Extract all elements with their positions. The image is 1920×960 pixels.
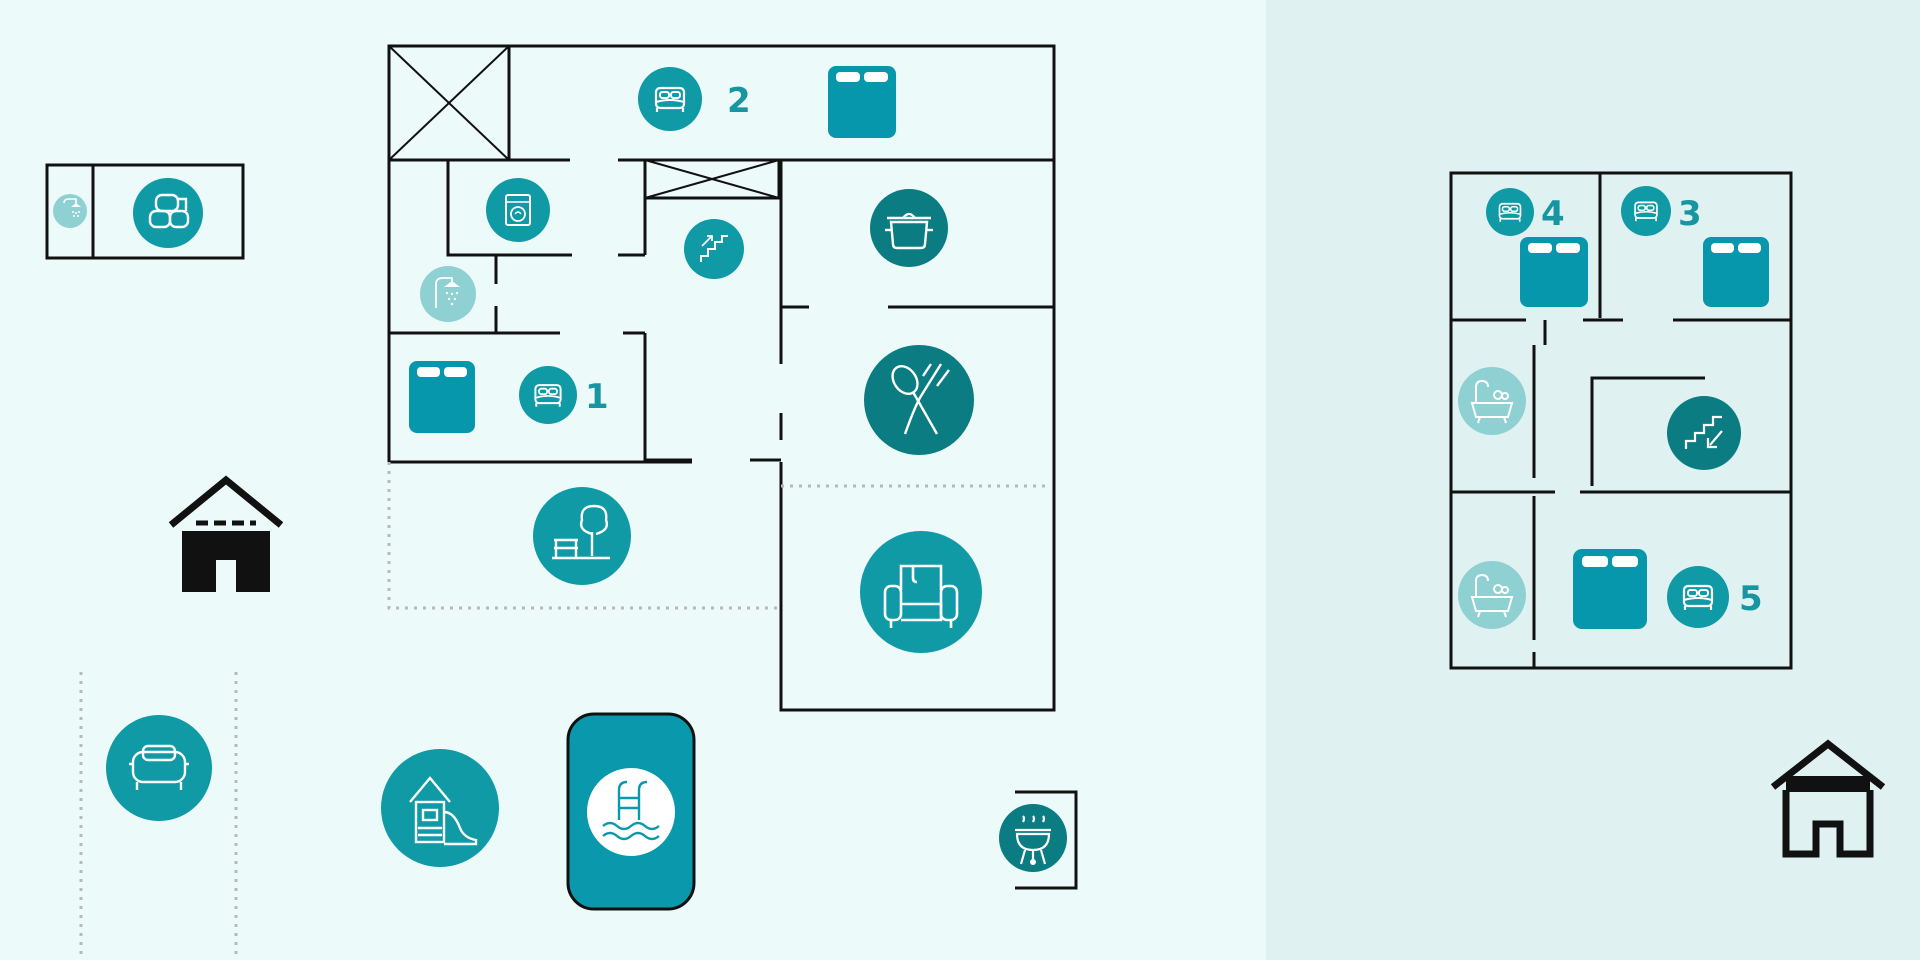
bedroom-4-number: 4: [1541, 194, 1565, 234]
bedroom-4-icon: [1486, 188, 1534, 236]
stairs-up-icon: [684, 219, 744, 279]
shower-icon: [420, 266, 476, 322]
bedroom-2-number: 2: [727, 81, 751, 121]
ground-floor-walls: [387, 44, 1056, 712]
double-bed-icon: [1703, 237, 1769, 307]
bedroom-1-icon: [519, 366, 577, 424]
house-upper-floor-icon: [1770, 739, 1886, 858]
double-bed-icon: [1520, 237, 1588, 307]
bedroom-5-number: 5: [1739, 579, 1763, 619]
stairs-down-icon: [1667, 396, 1741, 470]
park-bench-tree-icon: [533, 487, 631, 585]
bedroom-1-number: 1: [585, 377, 609, 417]
armchair-icon: [860, 531, 982, 653]
double-bed-icon: [409, 361, 475, 433]
pool-ladder-icon: [587, 768, 675, 856]
pool: [566, 712, 696, 911]
spoon-fork-icon: [864, 345, 974, 455]
cooking-pot-icon: [870, 189, 948, 267]
dotted-boundaries: [79, 462, 1050, 960]
wall-outer-top: [389, 44, 1056, 712]
shower-icon: [53, 194, 87, 228]
bedroom-3-icon: [1621, 186, 1671, 236]
barbecue-grill-icon: [999, 804, 1067, 872]
towels-icon: [133, 178, 203, 248]
double-bed-icon: [828, 66, 896, 138]
barbecue-area: [999, 790, 1078, 890]
bedroom-5-icon: [1667, 566, 1729, 628]
car-icon: [106, 715, 212, 821]
double-bed-icon: [1573, 549, 1647, 629]
upper-floor-walls: [1449, 171, 1793, 670]
washing-machine-icon: [486, 178, 550, 242]
bathtub-icon: [1458, 561, 1526, 629]
bedroom-3-number: 3: [1678, 194, 1702, 234]
house-ground-floor-icon: [168, 475, 284, 592]
bathtub-icon: [1458, 367, 1526, 435]
bedroom-2-icon: [638, 67, 702, 131]
playhouse-slide-icon: [381, 749, 499, 867]
outdoor-shower-box: [45, 163, 245, 260]
